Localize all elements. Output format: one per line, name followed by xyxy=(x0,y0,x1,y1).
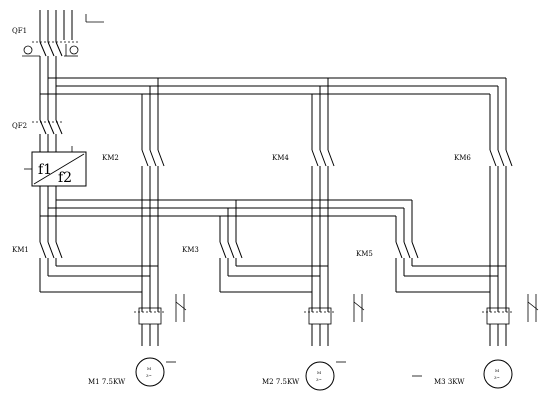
vfd-f1-label: f1 xyxy=(38,162,52,178)
km4-contactor xyxy=(311,149,335,312)
motor-m3-phase: 3~ xyxy=(494,375,500,380)
thermal-relay-m2 xyxy=(304,294,365,363)
km3-contactor xyxy=(219,241,328,293)
km2-contactor xyxy=(141,149,165,312)
km3-label: KM3 xyxy=(182,246,199,254)
km5-label: KM5 xyxy=(356,250,373,258)
aux-meter-icon xyxy=(23,45,33,55)
qf1-label: QF1 xyxy=(12,27,27,35)
vfd-f2-label: f2 xyxy=(58,170,72,186)
aux-meter-icon xyxy=(69,45,79,55)
vfd-output-bus xyxy=(40,199,413,242)
main-supply xyxy=(39,10,104,42)
km6-label: KM6 xyxy=(454,154,471,162)
motor-m2-symbol: M xyxy=(317,370,321,375)
qf2-breaker xyxy=(32,119,64,152)
thermal-relay-m3 xyxy=(412,294,539,377)
km4-label: KM4 xyxy=(272,154,289,162)
motor-m3-icon xyxy=(483,359,513,389)
motor-m2-icon xyxy=(305,361,335,391)
motor-m1-phase: 3~ xyxy=(146,373,152,378)
thermal-relay-m1 xyxy=(134,294,187,363)
km2-label: KM2 xyxy=(102,154,119,162)
motor-m1-label: M1 7.5KW xyxy=(88,378,126,386)
km6-contactor xyxy=(489,149,513,312)
motor-m2-label: M2 7.5KW xyxy=(262,378,300,386)
qf1-breaker xyxy=(22,41,80,120)
motor-m2-phase: 3~ xyxy=(316,377,322,382)
motor-m3-symbol: M xyxy=(495,368,499,373)
motor-m1-symbol: M xyxy=(147,366,151,371)
km1-label: KM1 xyxy=(12,246,29,254)
km1-contactor xyxy=(39,241,158,293)
motor-m3-label: M3 3KW xyxy=(434,378,465,386)
frequency-converter: f1 f2 xyxy=(24,146,87,242)
qf2-label: QF2 xyxy=(12,122,27,130)
bypass-bus xyxy=(40,77,507,150)
motor-m1-icon xyxy=(135,357,165,387)
